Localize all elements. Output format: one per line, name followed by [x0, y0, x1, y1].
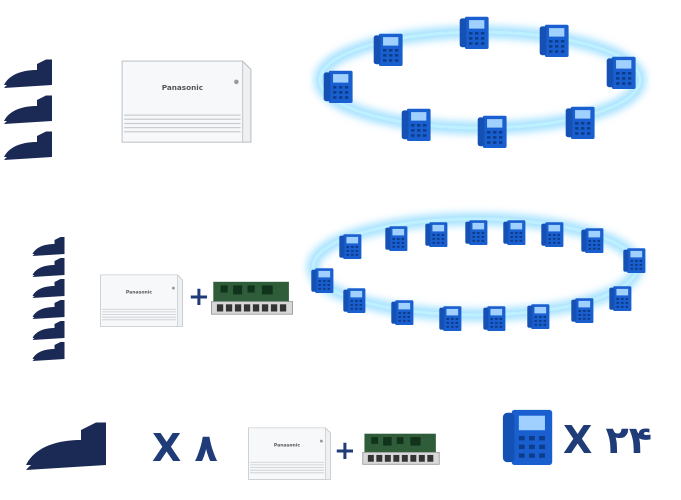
phone-line-plug-icon [4, 131, 52, 160]
pbx-unit-legend [246, 420, 332, 482]
ip-phone-icon [323, 70, 353, 103]
phone-line-plug-icon [4, 95, 52, 124]
expansion-card [358, 432, 444, 466]
ip-phone-icon [539, 24, 569, 57]
line-count-label: X ۸ [152, 426, 218, 470]
ip-phone-icon [459, 16, 489, 49]
expansion-card [208, 280, 296, 316]
pbx-unit-large [118, 45, 253, 150]
phone-ring-1 [300, 5, 660, 155]
phone-ring-2 [300, 205, 660, 335]
pbx-unit-row2 [98, 266, 184, 330]
row1-line-icons [4, 58, 64, 168]
ip-phone-icon [565, 106, 595, 139]
ip-phone-icon [500, 404, 558, 468]
plus-sign: + [334, 436, 356, 466]
ip-phone-icon [606, 56, 636, 89]
phone-count-label: X ۲۴ [563, 418, 652, 462]
plus-sign: + [188, 282, 210, 312]
ip-phone-icon [373, 33, 403, 66]
ip-phone-icon [477, 115, 507, 148]
ip-phone-icon [401, 108, 431, 141]
phone-line-plug-icon [18, 420, 134, 470]
row2-line-icons [30, 236, 80, 366]
phone-line-plug-icon [4, 59, 52, 88]
